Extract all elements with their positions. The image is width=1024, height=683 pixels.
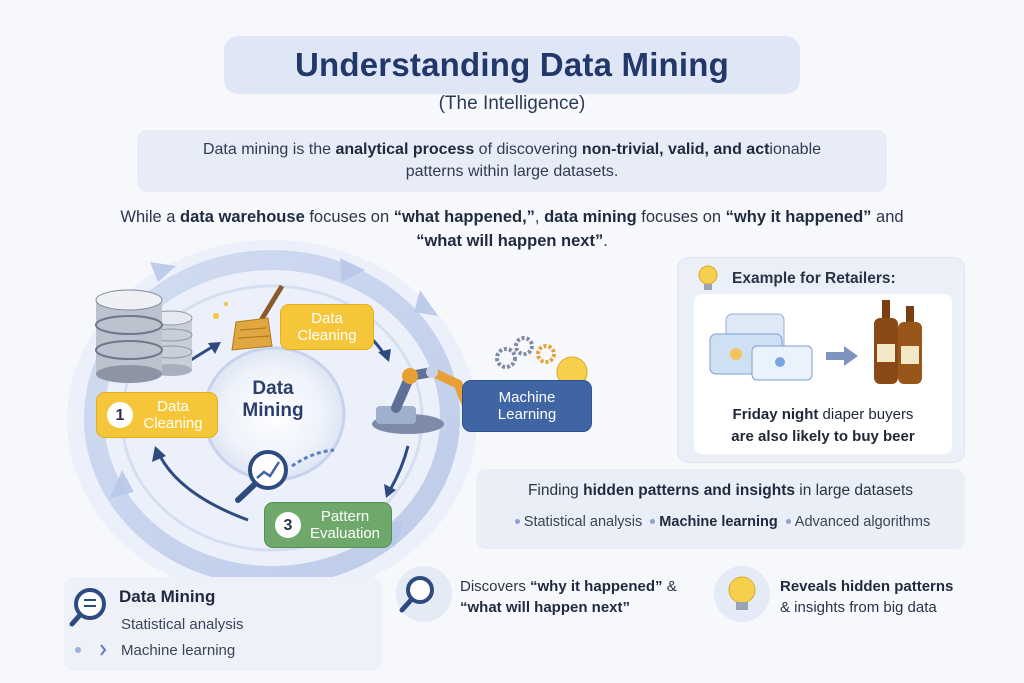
feature-emphasis: Reveals hidden patterns (780, 578, 954, 595)
contrast-emphasis: “what happened,” (393, 208, 535, 226)
finding-bullets: Statistical analysis Machine learning Ad… (476, 514, 965, 530)
title-banner: Understanding Data Mining (224, 36, 800, 94)
feature-why: Discovers “why it happened” & “what will… (460, 576, 677, 618)
step-1-data-cleaning: 1 Data Cleaning (96, 392, 218, 438)
finding-statement: Finding hidden patterns and insights in … (476, 482, 965, 500)
step-label: Pattern Evaluation (309, 508, 381, 542)
step-number: 3 (275, 512, 301, 538)
step-number: 1 (107, 402, 133, 428)
contrast-text: While a (120, 208, 181, 226)
bullet-dot (650, 519, 656, 524)
bullet-item: Machine learning (659, 514, 778, 530)
caption-text: Friday night (732, 406, 823, 423)
example-title: Example for Retailers: (732, 270, 896, 287)
contrast-statement: While a data warehouse focuses on “what … (112, 205, 912, 253)
definition-box: Data mining is the analytical process of… (137, 130, 887, 192)
definition-text: Data mining is the (202, 141, 336, 158)
step-label: Data Cleaning (143, 398, 203, 432)
cycle-center-label: Data Mining (242, 378, 304, 421)
broom-icon (213, 284, 285, 351)
contrast-text: , (534, 208, 545, 226)
contrast-emphasis: data warehouse (180, 208, 305, 226)
bullet-item: Statistical analysis (523, 514, 643, 530)
panel-title: Data Mining (119, 587, 216, 606)
example-caption: Friday night diaper buyers are also like… (694, 404, 952, 448)
gears-icon (495, 336, 556, 369)
caption-text: are also likely to buy beer (731, 428, 915, 445)
definition-emphasis: non-trivial, valid, and act (581, 141, 770, 158)
contrast-text: and (871, 208, 904, 226)
example-bulb-icon (698, 265, 718, 290)
bullet-dot (514, 519, 520, 524)
contrast-text: focuses on (304, 208, 394, 226)
finding-text: in large datasets (794, 482, 914, 499)
step-label: Machine Learning (497, 389, 557, 423)
page-title: Understanding Data Mining (295, 46, 729, 83)
magnifier-icon (399, 576, 434, 613)
database-icon (95, 289, 193, 383)
step-data-cleaning-top: Data Cleaning (280, 304, 374, 350)
finding-box (476, 469, 965, 549)
contrast-emphasis: “what will happen next” (416, 232, 604, 250)
feature-text: & insights from big data (780, 599, 937, 616)
outer-ring (84, 250, 460, 586)
example-art (709, 300, 922, 384)
finding-text: Finding (527, 482, 584, 499)
arrow-evaluation-to-cleaning (158, 455, 249, 522)
caption-text: diaper buyers (822, 406, 914, 423)
feature-emphasis: “what will happen next” (460, 599, 631, 616)
step-3-pattern-evaluation: 3 Pattern Evaluation (264, 502, 392, 548)
definition-text: of discovering (474, 141, 582, 158)
contrast-emphasis: data mining (544, 208, 637, 226)
bullet-dot (785, 519, 791, 524)
step-machine-learning: Machine Learning (462, 380, 592, 432)
bullet-item: Advanced algorithms (794, 514, 931, 530)
arrow-ml-to-evaluation (388, 445, 410, 491)
feature-text: & (662, 578, 677, 595)
panel-item: Statistical analysis (121, 616, 244, 633)
definition-emphasis: analytical process (335, 141, 475, 158)
page-subtitle: (The Intelligence) (438, 93, 586, 114)
contrast-text: . (603, 232, 608, 250)
feature-reveal: Reveals hidden patterns & insights from … (780, 576, 953, 618)
idea-bulb-icon (728, 576, 756, 610)
definition-text: ionable (769, 141, 822, 158)
finding-emphasis: hidden patterns and insights (583, 482, 795, 499)
contrast-text: focuses on (636, 208, 726, 226)
feature-text: Discovers (460, 578, 531, 595)
step-label: Data Cleaning (297, 310, 357, 344)
analytics-magnifier-icon (235, 448, 335, 503)
panel-item: Machine learning (121, 642, 236, 659)
contrast-emphasis: “why it happened” (725, 208, 872, 226)
panel-icons (69, 588, 107, 656)
definition-text: patterns within large datasets. (405, 163, 619, 180)
data-mining-panel (64, 577, 382, 671)
feature-emphasis: “why it happened” (530, 578, 663, 595)
